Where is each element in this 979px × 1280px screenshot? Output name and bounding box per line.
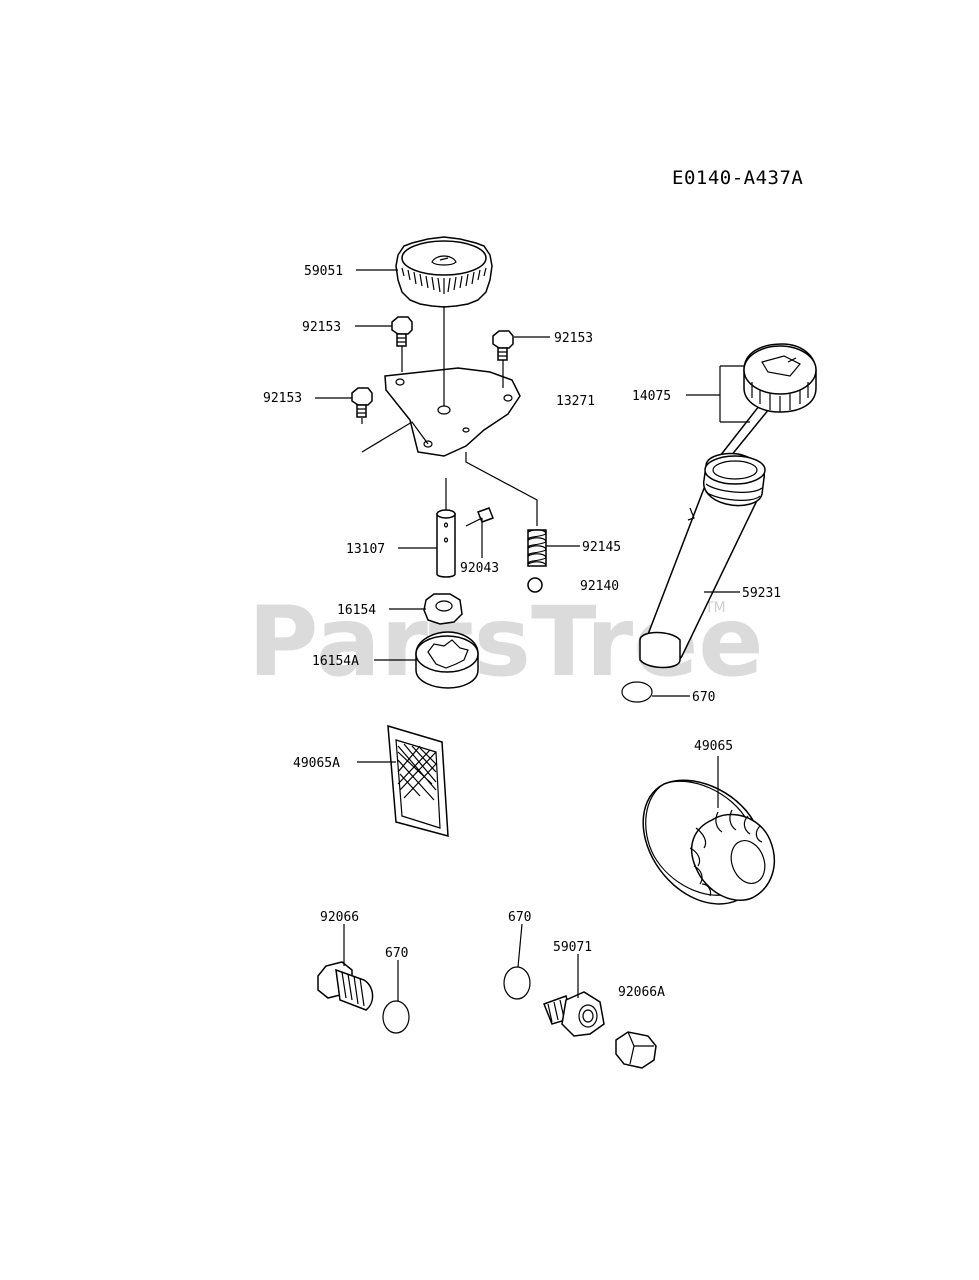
- label-670-c: 670: [508, 910, 531, 925]
- tube-59231[interactable]: [639, 452, 766, 669]
- watermark-trademark: TM: [704, 600, 726, 616]
- label-16154A: 16154A: [312, 654, 359, 669]
- ball-92140[interactable]: [527, 577, 543, 593]
- plug-92066A[interactable]: [615, 1031, 657, 1069]
- strainer-49065A[interactable]: [387, 724, 449, 837]
- label-16154: 16154: [337, 603, 376, 618]
- o-ring-670-c[interactable]: [503, 966, 531, 1000]
- fitting-59071[interactable]: [543, 991, 605, 1037]
- pin-92043[interactable]: [477, 507, 494, 523]
- drain-plug-92066[interactable]: [317, 961, 374, 1011]
- label-59231: 59231: [742, 586, 781, 601]
- bolt-92153-a[interactable]: [391, 316, 413, 347]
- label-92153-b: 92153: [554, 331, 593, 346]
- label-92153-a: 92153: [302, 320, 341, 335]
- label-49065A: 49065A: [293, 756, 340, 771]
- diagram-code: E0140-A437A: [672, 167, 803, 189]
- label-49065: 49065: [694, 739, 733, 754]
- gear-59051[interactable]: [395, 236, 493, 308]
- label-13107: 13107: [346, 542, 385, 557]
- plate-13271[interactable]: [384, 367, 521, 457]
- outer-rotor-16154A[interactable]: [415, 631, 479, 689]
- dipstick-14075[interactable]: [719, 343, 817, 464]
- inner-rotor-16154[interactable]: [423, 593, 463, 625]
- shaft-13107[interactable]: [436, 509, 456, 578]
- label-670-b: 670: [385, 946, 408, 961]
- spring-92145[interactable]: [527, 529, 547, 567]
- o-ring-670-b[interactable]: [382, 1000, 410, 1034]
- label-59071: 59071: [553, 940, 592, 955]
- leader-lines: [315, 269, 750, 1001]
- oil-filter-49065[interactable]: [642, 779, 775, 905]
- bolt-92153-b[interactable]: [492, 330, 514, 361]
- o-ring-670-a[interactable]: [621, 681, 653, 703]
- label-14075: 14075: [632, 389, 671, 404]
- bolt-92153-c[interactable]: [351, 387, 373, 418]
- label-92145: 92145: [582, 540, 621, 555]
- label-92153-c: 92153: [263, 391, 302, 406]
- label-670-a: 670: [692, 690, 715, 705]
- label-92066: 92066: [320, 910, 359, 925]
- label-92043: 92043: [460, 561, 499, 576]
- label-13271: 13271: [556, 394, 595, 409]
- label-92140: 92140: [580, 579, 619, 594]
- label-59051: 59051: [304, 264, 343, 279]
- label-92066A: 92066A: [618, 985, 665, 1000]
